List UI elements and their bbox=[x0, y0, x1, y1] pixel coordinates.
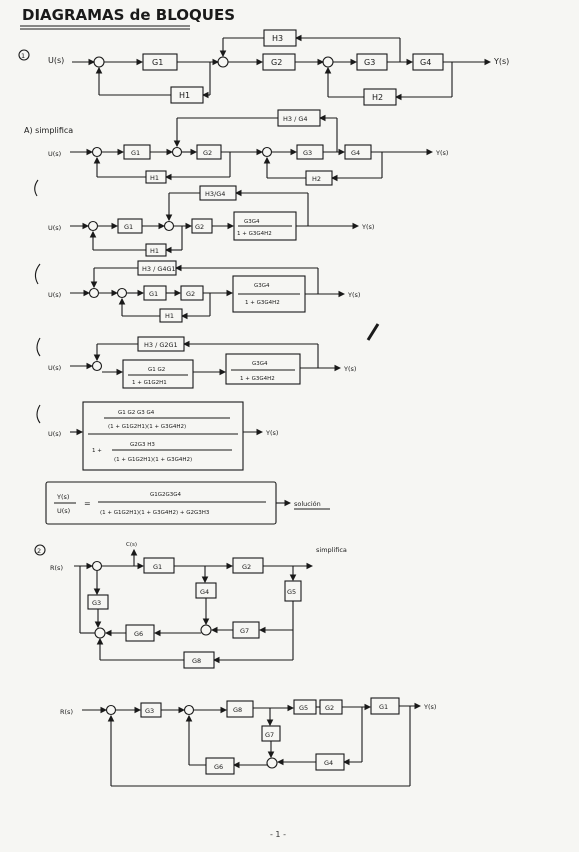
problem1-step5-diagram: U(s) G1 G2 G3 G4 (1 + G1G2H1)(1 + G3G4H2… bbox=[36, 401, 278, 471]
svg-text:1 +: 1 + bbox=[92, 448, 102, 454]
svg-text:G4: G4 bbox=[324, 759, 333, 767]
problem1-step2-diagram: U(s) G1 G2 G3G4 1 + G3G4H2 Y(s) H3/G4 H1 bbox=[34, 179, 374, 257]
svg-text:G3G4: G3G4 bbox=[254, 283, 270, 289]
summing-junction bbox=[322, 56, 334, 68]
svg-text:U(s): U(s) bbox=[48, 291, 61, 299]
svg-text:U(s): U(s) bbox=[48, 430, 61, 438]
svg-text:G5: G5 bbox=[299, 704, 308, 712]
svg-text:H3 / G4G1: H3 / G4G1 bbox=[142, 265, 176, 273]
svg-text:U(s): U(s) bbox=[48, 364, 61, 372]
summing-junction bbox=[217, 56, 229, 68]
svg-text:G3G4: G3G4 bbox=[252, 361, 268, 367]
problem2-diagram1: 2 R(s) G1 G2 simplifica C(s) G3 G4 G5 G7 bbox=[34, 542, 347, 669]
svg-text:H3: H3 bbox=[272, 34, 283, 43]
simplify-label: A) simplifica bbox=[24, 126, 73, 135]
problem2-number: 2 bbox=[37, 547, 41, 555]
pen-mark bbox=[366, 323, 380, 341]
page-title: DIAGRAMAS de BLOQUES bbox=[22, 6, 235, 24]
svg-text:H1: H1 bbox=[165, 312, 174, 320]
problem2-note: simplifica bbox=[316, 546, 347, 554]
svg-text:H3 / G4: H3 / G4 bbox=[283, 115, 308, 123]
result-denominator: (1 + G1G2H1)(1 + G3G4H2) + G2G3H3 bbox=[100, 510, 210, 516]
result-numerator: G1G2G3G4 bbox=[150, 492, 182, 498]
result-lhs-den: U(s) bbox=[57, 507, 70, 515]
p1-input-label: U(s) bbox=[48, 56, 64, 65]
svg-text:U(s): U(s) bbox=[48, 150, 61, 158]
svg-text:Y(s): Y(s) bbox=[361, 223, 374, 231]
svg-text:G1: G1 bbox=[149, 290, 158, 298]
svg-text:H2: H2 bbox=[312, 175, 321, 183]
svg-text:(1 + G1G2H1)(1 + G3G4H2): (1 + G1G2H1)(1 + G3G4H2) bbox=[108, 424, 186, 430]
svg-text:G7: G7 bbox=[265, 731, 274, 739]
svg-text:G1 G2: G1 G2 bbox=[148, 367, 165, 373]
svg-text:H3 / G2G1: H3 / G2G1 bbox=[144, 341, 178, 349]
svg-text:H1: H1 bbox=[150, 247, 159, 255]
problem1-step3-diagram: U(s) G1 G2 G3G4 1 + G3G4H2 Y(s) H3 / G4G… bbox=[34, 260, 360, 323]
svg-text:G8: G8 bbox=[233, 706, 242, 714]
svg-text:H1: H1 bbox=[150, 174, 159, 182]
svg-text:G2: G2 bbox=[325, 704, 334, 712]
svg-text:G1: G1 bbox=[152, 58, 163, 67]
svg-text:H1: H1 bbox=[179, 91, 190, 100]
svg-text:Y(s): Y(s) bbox=[265, 429, 278, 437]
svg-text:Y(s): Y(s) bbox=[493, 57, 509, 66]
svg-text:G1: G1 bbox=[131, 149, 140, 157]
problem1-step4-diagram: U(s) G1 G2 1 + G1G2H1 G3G4 1 + G3G4H2 Y(… bbox=[36, 336, 356, 389]
svg-text:G2G3 H3: G2G3 H3 bbox=[130, 442, 155, 448]
problem1-result-box: Y(s) U(s) = G1G2G3G4 (1 + G1G2H1)(1 + G3… bbox=[45, 481, 330, 525]
svg-text:G5: G5 bbox=[287, 588, 296, 596]
svg-text:G7: G7 bbox=[240, 627, 249, 635]
svg-text:C(s): C(s) bbox=[126, 542, 137, 548]
svg-text:G1 G2 G3 G4: G1 G2 G3 G4 bbox=[118, 410, 155, 416]
result-lhs-num: Y(s) bbox=[56, 493, 69, 501]
problem1-original-diagram: 1 U(s) G1 G2 G3 G4 Y(s) H3 H1 bbox=[18, 29, 509, 106]
svg-text:R(s): R(s) bbox=[50, 564, 63, 572]
svg-text:Y(s): Y(s) bbox=[423, 703, 436, 711]
svg-text:=: = bbox=[84, 499, 91, 508]
svg-text:H2: H2 bbox=[372, 93, 383, 102]
svg-text:H3/G4: H3/G4 bbox=[205, 190, 225, 198]
svg-text:G3: G3 bbox=[145, 707, 154, 715]
svg-text:Y(s): Y(s) bbox=[435, 149, 448, 157]
svg-text:R(s): R(s) bbox=[60, 708, 73, 716]
svg-text:1 + G3G4H2: 1 + G3G4H2 bbox=[245, 300, 280, 306]
summing-junction bbox=[93, 56, 105, 68]
svg-text:G2: G2 bbox=[271, 58, 282, 67]
svg-text:G8: G8 bbox=[192, 657, 201, 665]
solution-label: solución bbox=[294, 500, 321, 508]
svg-text:G2: G2 bbox=[242, 563, 251, 571]
svg-text:1 + G1G2H1: 1 + G1G2H1 bbox=[132, 380, 167, 386]
svg-text:G2: G2 bbox=[203, 149, 212, 157]
svg-text:G2: G2 bbox=[195, 223, 204, 231]
problem1-step1-diagram: U(s) G1 G2 G3 G4 Y(s) H3 / G4 H1 bbox=[48, 109, 448, 186]
svg-text:G4: G4 bbox=[200, 588, 209, 596]
svg-text:(1 + G1G2H1)(1 + G3G4H2): (1 + G1G2H1)(1 + G3G4H2) bbox=[114, 457, 192, 463]
problem1-number: 1 bbox=[21, 52, 25, 60]
svg-text:G4: G4 bbox=[351, 149, 360, 157]
svg-text:1 + G3G4H2: 1 + G3G4H2 bbox=[240, 376, 275, 382]
svg-text:1 + G3G4H2: 1 + G3G4H2 bbox=[237, 231, 272, 237]
svg-text:G1: G1 bbox=[124, 223, 133, 231]
svg-text:G6: G6 bbox=[134, 630, 143, 638]
problem2-diagram2: R(s) G3 G8 G5 G2 G1 Y(s) G7 G4 bbox=[60, 697, 436, 787]
svg-text:Y(s): Y(s) bbox=[343, 365, 356, 373]
svg-text:Y(s): Y(s) bbox=[347, 291, 360, 299]
svg-text:U(s): U(s) bbox=[48, 224, 61, 232]
page-number: - 1 - bbox=[270, 830, 286, 839]
svg-text:G3: G3 bbox=[92, 599, 101, 607]
svg-text:G2: G2 bbox=[186, 290, 195, 298]
svg-text:G3: G3 bbox=[303, 149, 312, 157]
svg-text:G4: G4 bbox=[420, 58, 431, 67]
svg-text:G1: G1 bbox=[379, 703, 388, 711]
svg-text:G6: G6 bbox=[214, 763, 223, 771]
svg-text:G1: G1 bbox=[153, 563, 162, 571]
svg-text:G3: G3 bbox=[364, 58, 375, 67]
svg-text:G3G4: G3G4 bbox=[244, 219, 260, 225]
